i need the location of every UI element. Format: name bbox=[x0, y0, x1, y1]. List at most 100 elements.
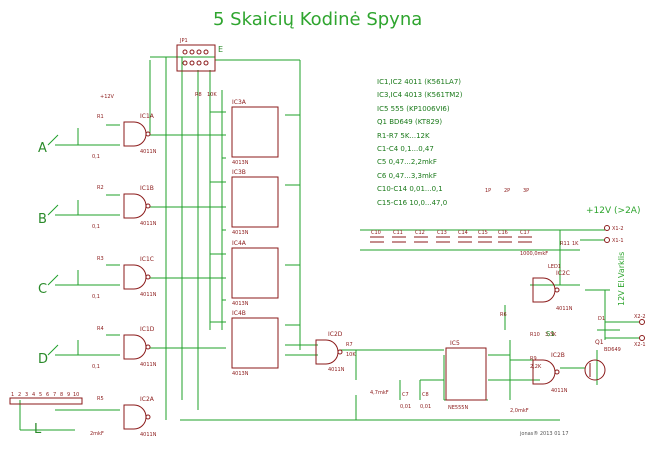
c3-value: 0,1 bbox=[92, 294, 100, 300]
gate-ic2a: IC2A 4011N bbox=[123, 396, 157, 438]
ic3b-part: 4013N bbox=[232, 230, 249, 236]
key-switches: A B C D L bbox=[34, 134, 59, 437]
c9-value: 2,0mkF bbox=[510, 408, 529, 414]
bom-line: C5 0,47...2,2mkF bbox=[377, 158, 437, 167]
cap-label-c13: C13 bbox=[437, 230, 447, 236]
ic4b-part: 4013N bbox=[232, 371, 249, 377]
ic1d-part: 4011N bbox=[140, 362, 157, 368]
gate-ic2b: IC2B 4011N bbox=[532, 352, 568, 394]
bom-line: IC3,IC4 4013 (K561TM2) bbox=[377, 91, 463, 100]
bom-list: IC1,IC2 4011 (K561LA7) IC3,IC4 4013 (K56… bbox=[377, 76, 462, 210]
cap-label-c16: C16 bbox=[498, 230, 508, 236]
bom-line: R1-R7 5K...12K bbox=[377, 131, 430, 140]
key-c-label: C bbox=[38, 282, 47, 297]
key-l-label: L bbox=[34, 422, 42, 437]
r8-value: 10K bbox=[207, 92, 217, 98]
r5-label: R5 bbox=[97, 396, 104, 402]
r10-label: R10 bbox=[530, 332, 540, 338]
conn-x2-2: X2-2 bbox=[634, 314, 646, 320]
gate-ic1a: IC1A 4011N bbox=[123, 113, 157, 155]
jp1-label: JP1 bbox=[179, 38, 188, 44]
pin-6: 6 bbox=[46, 392, 49, 398]
pin-9: 9 bbox=[67, 392, 70, 398]
c5-value: 2mkF bbox=[90, 431, 104, 437]
cap-label-c11: C11 bbox=[393, 230, 403, 236]
gate-ic2c: IC2C 4011N bbox=[532, 270, 573, 312]
in-1p: 1P bbox=[485, 188, 491, 194]
c7-value: 0,01 bbox=[400, 404, 411, 410]
ic5-part: NE555N bbox=[448, 405, 468, 411]
vcc-label: +12V bbox=[100, 94, 115, 100]
key-b-label: B bbox=[38, 212, 47, 227]
bom-line: C1-C4 0,1...0,47 bbox=[377, 145, 434, 154]
ic5-label: IC5 bbox=[450, 340, 460, 347]
r2-label: R2 bbox=[97, 185, 104, 191]
ic2d-label: IC2D bbox=[328, 331, 343, 338]
power-label: +12V (>2A) bbox=[586, 206, 641, 216]
r11-label: R11 bbox=[560, 241, 570, 247]
r10-value: 3,3K bbox=[545, 332, 557, 338]
gate-ic1c: IC1C 4011N bbox=[123, 256, 157, 298]
pin-4: 4 bbox=[32, 392, 35, 398]
ic3b-label: IC3B bbox=[232, 169, 246, 176]
q1-label: Q1 bbox=[595, 339, 604, 346]
ic3a-label: IC3A bbox=[232, 99, 247, 106]
ic2c-part: 4011N bbox=[556, 306, 573, 312]
conn-x2-1: X2-1 bbox=[634, 342, 646, 348]
bom-line: C6 0,47...3,3mkF bbox=[377, 171, 437, 180]
r9-label: R9 bbox=[530, 356, 537, 362]
ic1c-label: IC1C bbox=[140, 256, 154, 263]
pin-3: 3 bbox=[25, 392, 28, 398]
c17-value: 1000,0mkF bbox=[520, 251, 548, 257]
bom-line: C10-C14 0,01...0,1 bbox=[377, 185, 443, 194]
cap-label-c10: C10 bbox=[371, 230, 381, 236]
pin-5: 5 bbox=[39, 392, 42, 398]
r6-label: R6 bbox=[500, 312, 507, 318]
r4-label: R4 bbox=[97, 326, 104, 332]
bom-line: IC1,IC2 4011 (K561LA7) bbox=[377, 78, 462, 86]
ff-ic4a: IC4A 4013N bbox=[231, 240, 279, 307]
r8-label: R8 bbox=[195, 92, 202, 98]
ic2c-label: IC2C bbox=[556, 270, 570, 277]
cap-label-c17: C17 bbox=[520, 230, 530, 236]
cap-bank-labels: C10 C11 C12 C13 C14 C15 C16 C17 1000,0mk… bbox=[371, 230, 548, 257]
ff-ic4b: IC4B 4013N bbox=[231, 310, 279, 377]
jp-e-label: E bbox=[218, 45, 223, 54]
pin-1: 1 bbox=[11, 392, 14, 398]
c1-value: 0,1 bbox=[92, 154, 100, 160]
ic4a-part: 4013N bbox=[232, 301, 249, 307]
ic2a-part: 4011N bbox=[140, 432, 157, 438]
bom-line: IC5 555 (KP1006VI6) bbox=[377, 104, 450, 113]
ic2b-part: 4011N bbox=[551, 388, 568, 394]
cap-label-c14: C14 bbox=[458, 230, 468, 236]
bom-line: C15-C16 10,0...47,0 bbox=[377, 198, 448, 207]
c2-value: 0,1 bbox=[92, 224, 100, 230]
timer-ic5: IC5 NE555N bbox=[445, 340, 487, 411]
r9-value: 2,2K bbox=[530, 364, 542, 370]
c7-label: C7 bbox=[402, 392, 409, 398]
keypad-pins: 1 2 3 4 5 6 7 8 9 10 bbox=[9, 392, 83, 405]
ic4b-label: IC4B bbox=[232, 310, 246, 317]
page-title: 5 Skaicių Kodinė Spyna bbox=[213, 9, 423, 30]
r1-label: R1 bbox=[97, 114, 104, 120]
r7-label: R7 bbox=[346, 342, 353, 348]
d1-label: D1 bbox=[598, 316, 605, 322]
ic2b-label: IC2B bbox=[551, 352, 565, 359]
pin-8: 8 bbox=[60, 392, 63, 398]
r7-value: 10K bbox=[346, 352, 356, 358]
c4-value: 0,1 bbox=[92, 364, 100, 370]
misc-labels: +12V R1 R2 R3 R4 R5 R6 R7 10K R8 10K R9 … bbox=[90, 92, 605, 437]
ev-label: 12V El.Varklis bbox=[617, 251, 626, 306]
key-a-label: A bbox=[38, 141, 47, 156]
ic1a-part: 4011N bbox=[140, 149, 157, 155]
r11-value: 1K bbox=[572, 241, 579, 247]
bom-line: Q1 BD649 (KT829) bbox=[377, 118, 443, 127]
c6-value: 4,7mkF bbox=[370, 390, 389, 396]
ff-ic3b: IC3B 4013N bbox=[231, 169, 279, 236]
ic3a-part: 4013N bbox=[232, 160, 249, 166]
r3-label: R3 bbox=[97, 256, 104, 262]
c8-value: 0,01 bbox=[420, 404, 431, 410]
ic4a-label: IC4A bbox=[232, 240, 247, 247]
cap-bank bbox=[370, 236, 532, 243]
key-d-label: D bbox=[38, 352, 48, 367]
